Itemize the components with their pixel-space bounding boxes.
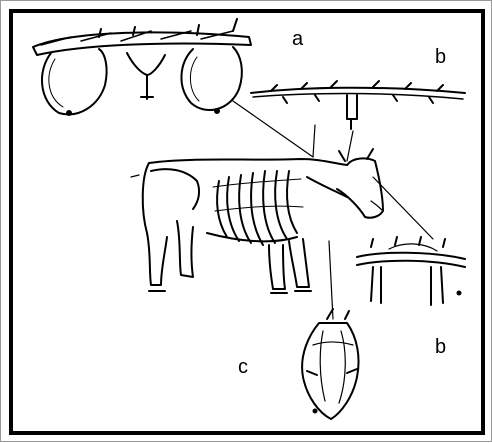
- label-a: a: [292, 29, 303, 49]
- bone-c-illustration: [302, 309, 358, 419]
- label-c: c: [238, 357, 248, 377]
- pelvis-illustration: [33, 19, 251, 115]
- vertebra-side-illustration: [357, 237, 465, 305]
- label-b-top: b: [435, 47, 446, 67]
- label-b-bottom: b: [435, 337, 446, 357]
- vertebra-illustration: [251, 81, 465, 129]
- cow-illustration: [131, 149, 383, 293]
